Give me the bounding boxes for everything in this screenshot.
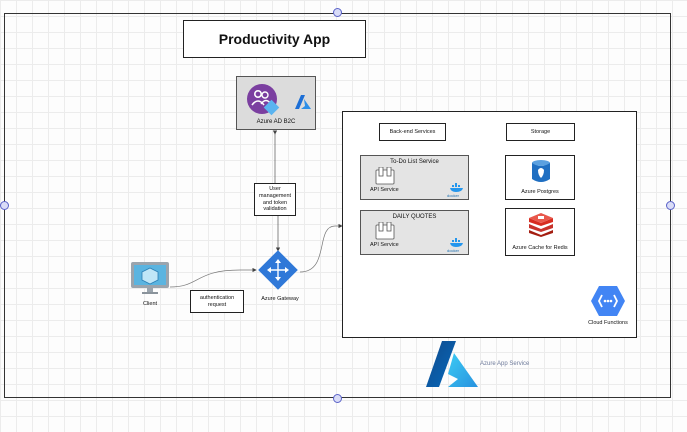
identity-label: Azure AD B2C: [256, 119, 296, 125]
redis-label: Azure Cache for Redis: [512, 245, 568, 251]
quotes-service-node[interactable]: DAILY QUOTES API Service docker: [360, 210, 469, 255]
azure-app-service-label: Azure App Service: [480, 361, 530, 367]
redis-icon: [529, 213, 553, 237]
redis-node[interactable]: Azure Cache for Redis: [505, 208, 575, 256]
service-api-label: API Service: [370, 242, 399, 248]
cloud-functions-icon[interactable]: [590, 285, 626, 317]
auth-request-note[interactable]: authentication request: [190, 290, 244, 313]
azure-logo-icon: [295, 95, 311, 109]
client-icon[interactable]: [130, 261, 170, 297]
token-validation-text: User management and token validation: [258, 185, 292, 213]
docker-label: docker: [447, 193, 460, 198]
ad-b2c-icon: [247, 84, 280, 116]
resize-handle-left[interactable]: [0, 201, 9, 210]
postgres-icon: [532, 160, 550, 182]
docker-label: docker: [447, 248, 460, 253]
client-label: Client: [142, 301, 158, 307]
api-icon: [375, 222, 395, 240]
resize-handle-bottom[interactable]: [333, 394, 342, 403]
service-api-label: API Service: [370, 187, 399, 193]
backend-header[interactable]: Back-end Services: [379, 123, 446, 141]
api-icon: [375, 167, 395, 185]
connector-gateway-services: [299, 223, 343, 273]
cloud-functions-label: Cloud Functions: [588, 320, 628, 326]
token-validation-note[interactable]: User management and token validation: [254, 183, 296, 216]
azure-app-service-icon[interactable]: [425, 340, 479, 388]
storage-header[interactable]: Storage: [506, 123, 575, 141]
service-title: To-Do List Service: [390, 159, 439, 165]
auth-request-text: authentication request: [199, 294, 235, 308]
postgres-label: Azure Postgres: [521, 189, 559, 195]
connector-client-gateway: [169, 267, 257, 288]
backend-header-text: Back-end Services: [389, 128, 436, 135]
gateway-icon[interactable]: [258, 250, 298, 290]
resize-handle-right[interactable]: [666, 201, 675, 210]
postgres-node[interactable]: Azure Postgres: [505, 155, 575, 200]
docker-icon: [450, 238, 463, 247]
storage-header-text: Storage: [530, 128, 551, 135]
service-title: DAILY QUOTES: [392, 214, 437, 220]
page-title[interactable]: Productivity App: [183, 20, 366, 58]
resize-handle-top[interactable]: [333, 8, 342, 17]
gateway-label: Azure Gateway: [261, 296, 299, 302]
todo-service-node[interactable]: To-Do List Service API Service docker: [360, 155, 469, 200]
docker-icon: [450, 183, 463, 192]
identity-node[interactable]: Azure AD B2C: [236, 76, 316, 130]
